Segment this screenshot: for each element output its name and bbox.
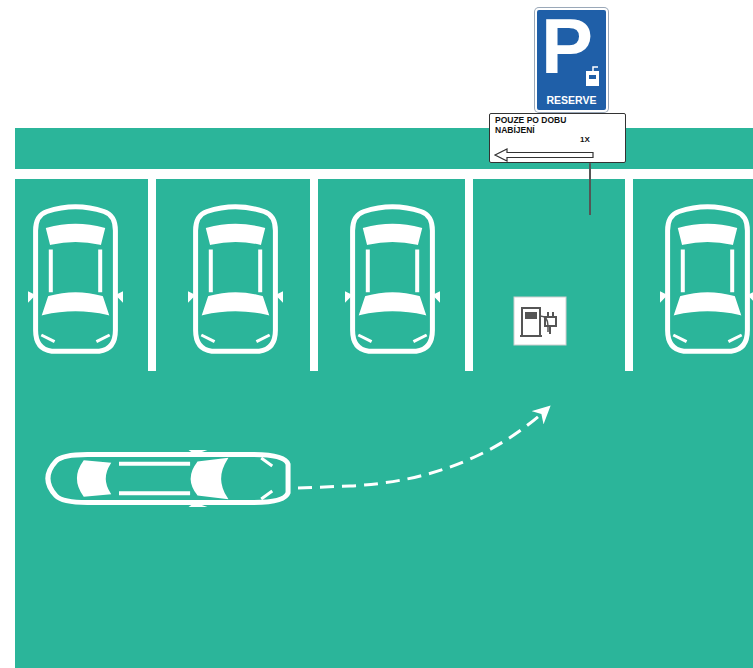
ground bbox=[15, 128, 753, 668]
charging-icon bbox=[514, 297, 566, 345]
path-arrow bbox=[298, 408, 548, 488]
charging-icon bbox=[525, 312, 537, 319]
stall-lines bbox=[310, 179, 318, 371]
plate-count: 1X bbox=[580, 135, 590, 144]
sign-pole bbox=[589, 163, 591, 215]
stall-lines bbox=[148, 179, 156, 371]
charging-icon bbox=[522, 308, 540, 336]
parking-sign: PRESERVE bbox=[535, 8, 608, 112]
ground bbox=[15, 169, 753, 179]
charger-symbol bbox=[593, 67, 598, 71]
charging-icon bbox=[548, 312, 553, 334]
charging-icon bbox=[520, 335, 542, 337]
charging-icon bbox=[514, 297, 566, 345]
stall-lines bbox=[465, 179, 473, 371]
plate-text: POUZE PO DOBU NABÍJENÍ bbox=[495, 116, 591, 136]
moving-car bbox=[48, 450, 288, 507]
parked-cars bbox=[660, 207, 753, 351]
sign-text: RESERVE bbox=[537, 94, 606, 106]
parking-letter: P bbox=[541, 2, 593, 92]
parked-cars bbox=[188, 207, 283, 351]
supplementary-plate: POUZE PO DOBU NABÍJENÍ1X bbox=[489, 113, 626, 163]
parked-cars bbox=[345, 207, 440, 351]
parked-cars bbox=[28, 207, 753, 351]
ground bbox=[15, 128, 753, 668]
parked-cars bbox=[28, 207, 123, 351]
plate-arrow bbox=[493, 148, 623, 164]
plate-arrow bbox=[495, 149, 593, 161]
stall-lines bbox=[148, 179, 633, 371]
moving-car bbox=[48, 450, 288, 507]
stall-lines bbox=[625, 179, 633, 371]
charging-icon bbox=[545, 317, 556, 326]
